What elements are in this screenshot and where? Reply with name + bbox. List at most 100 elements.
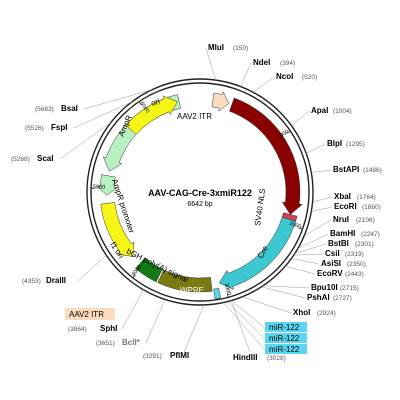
leader-line bbox=[73, 101, 133, 129]
site-name: AsiSI bbox=[321, 259, 341, 268]
tick-mark bbox=[286, 130, 291, 134]
mirna-box bbox=[265, 322, 307, 332]
leader-line bbox=[311, 206, 333, 212]
site-position: (5268) bbox=[11, 156, 30, 163]
leader-line bbox=[297, 233, 329, 249]
f1-ori-arc bbox=[100, 202, 134, 257]
restriction-sites-right: MluI (150) NdeI (394) NcoI (520) ApaI (1… bbox=[208, 43, 382, 317]
site-position: (2301) bbox=[355, 241, 374, 248]
tick-mark bbox=[226, 293, 229, 298]
leader-line bbox=[285, 265, 316, 275]
restriction-sites-left: (5683) BsaI (5526) FspI (5268) ScaI (435… bbox=[11, 104, 286, 362]
site-name: MluI bbox=[208, 43, 224, 52]
site-position: (2443) bbox=[345, 271, 364, 278]
site-position: (1860) bbox=[362, 204, 381, 211]
site-position: (150) bbox=[233, 45, 248, 52]
site-name: NruI bbox=[333, 215, 349, 224]
leader-line bbox=[311, 169, 332, 173]
site-position: (3028) bbox=[267, 355, 286, 362]
site-position: (4353) bbox=[22, 278, 41, 285]
aav2-itr-label: AAV2 ITR bbox=[177, 112, 212, 121]
aav2-itr-arc bbox=[211, 90, 230, 112]
leader-line bbox=[230, 300, 251, 353]
site-name: BamHI bbox=[330, 229, 355, 238]
ori-label: ori bbox=[150, 97, 161, 108]
mirna-box bbox=[265, 333, 307, 343]
site-name: BclI* bbox=[122, 338, 141, 347]
mirna-site-arc bbox=[213, 287, 221, 300]
leader-line bbox=[183, 304, 205, 353]
leader-line bbox=[77, 255, 107, 282]
leader-line bbox=[291, 110, 310, 126]
mirna-label: miR-122 bbox=[269, 323, 300, 332]
site-position: (2350) bbox=[347, 261, 366, 268]
leader-line bbox=[303, 219, 332, 237]
site-name: Bpu10I bbox=[311, 283, 338, 292]
leader-line bbox=[205, 47, 216, 81]
leader-line bbox=[242, 296, 292, 314]
site-position: (3291) bbox=[143, 353, 162, 360]
site-name: CsiI bbox=[325, 249, 340, 258]
leader-line bbox=[293, 253, 324, 256]
cre-gene-arc bbox=[218, 216, 296, 290]
site-position: (2106) bbox=[356, 217, 375, 224]
aav2-itr-box bbox=[65, 308, 115, 320]
mirna-box bbox=[265, 344, 307, 354]
site-position: (394) bbox=[280, 60, 295, 67]
site-name: BstBI bbox=[328, 239, 349, 248]
site-name: EcoRI bbox=[334, 202, 357, 211]
site-name: BlpI bbox=[327, 139, 342, 148]
site-position: (1295) bbox=[346, 141, 365, 148]
site-name: DraIII bbox=[46, 276, 66, 285]
site-position: (3864) bbox=[68, 326, 87, 333]
tick-mark bbox=[138, 101, 142, 106]
tick-mark bbox=[132, 274, 136, 279]
site-name: PshAI bbox=[307, 293, 330, 302]
bgh-polya-arc bbox=[135, 257, 163, 283]
site-position: (2715) bbox=[340, 285, 359, 292]
site-position: (2727) bbox=[333, 295, 352, 302]
leader-line bbox=[261, 286, 306, 299]
site-name: HindIII bbox=[233, 353, 257, 362]
sv40-nls-arc bbox=[281, 212, 298, 222]
tick-label: 6000 bbox=[138, 101, 150, 115]
site-name: BstAPI bbox=[333, 165, 359, 174]
site-position: (3651) bbox=[96, 340, 115, 347]
site-position: (5526) bbox=[25, 125, 44, 132]
leader-line bbox=[294, 243, 327, 254]
site-position: (1486) bbox=[363, 167, 382, 174]
site-name: ApaI bbox=[311, 106, 328, 115]
sv40-nls-label: SV40 NLS bbox=[253, 188, 267, 226]
leader-line bbox=[145, 299, 166, 344]
plasmid-size: 6642 bp bbox=[187, 201, 212, 208]
site-name: SphI bbox=[100, 324, 117, 333]
leader-line bbox=[252, 76, 275, 93]
site-position: (2319) bbox=[345, 251, 364, 258]
backbone-inner bbox=[90, 82, 310, 302]
plasmid-name: AAV-CAG-Cre-3xmiR122 bbox=[148, 188, 252, 198]
site-leader-lines bbox=[59, 47, 333, 353]
ori-arc bbox=[125, 95, 178, 135]
mirna-label: miR-122 bbox=[269, 345, 300, 354]
leader-line bbox=[312, 196, 333, 203]
leader-line bbox=[263, 285, 310, 289]
site-name: ScaI bbox=[37, 154, 53, 163]
wpre-arc bbox=[157, 269, 213, 293]
site-position: (5683) bbox=[35, 106, 54, 113]
site-name: FspI bbox=[51, 123, 67, 132]
mirna-boxes: miR-122 miR-122 miR-122 bbox=[265, 322, 307, 354]
wpre-label: WPRE bbox=[180, 286, 204, 295]
backbone-outer bbox=[86, 78, 314, 306]
site-name: NcoI bbox=[276, 72, 293, 81]
tick-label: 1000 bbox=[276, 129, 290, 141]
cag-promoter-arc bbox=[229, 97, 303, 215]
site-name: XhoI bbox=[293, 308, 310, 317]
mirna-label: miR-122 bbox=[269, 334, 300, 343]
site-name: XbaI bbox=[334, 192, 351, 201]
site-name: EcoRV bbox=[317, 269, 343, 278]
tick-label: 5000 bbox=[93, 184, 105, 190]
leader-line bbox=[240, 62, 252, 87]
site-position: (2247) bbox=[361, 231, 380, 238]
tick-mark bbox=[298, 227, 303, 230]
site-position: (1764) bbox=[357, 194, 376, 201]
